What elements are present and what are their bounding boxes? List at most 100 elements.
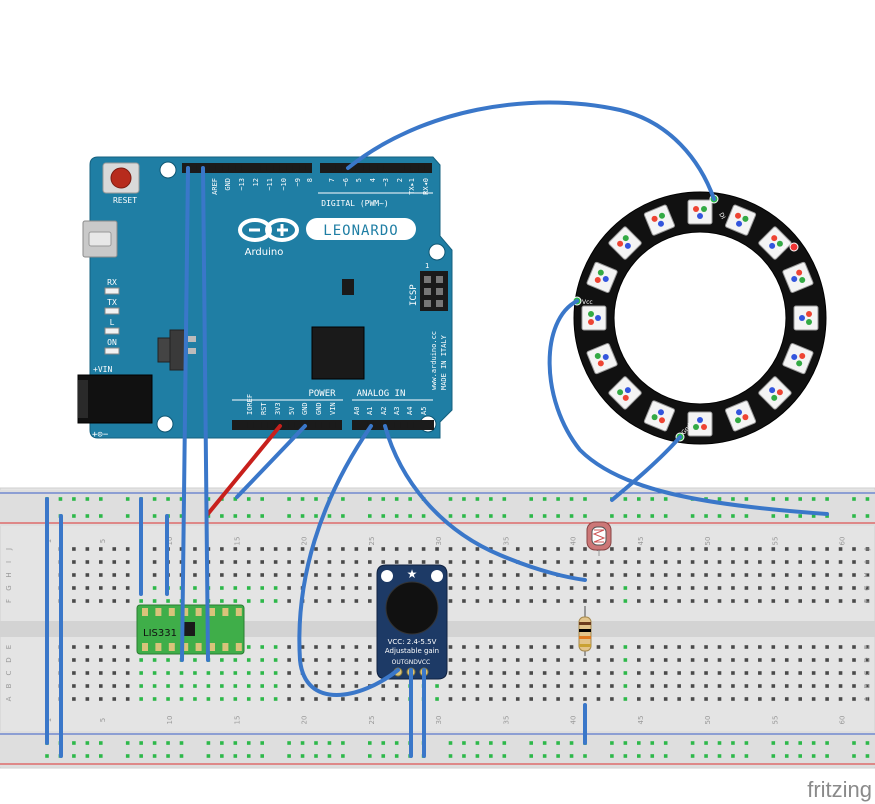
rail-hole[interactable] [569, 514, 574, 518]
breadboard-hole[interactable] [744, 697, 749, 701]
breadboard-hole[interactable] [233, 547, 238, 551]
rail-hole[interactable] [610, 514, 614, 518]
breadboard-hole[interactable] [637, 671, 641, 675]
breadboard-hole[interactable] [758, 599, 762, 603]
breadboard-hole[interactable] [354, 547, 359, 551]
breadboard-hole[interactable] [825, 684, 829, 688]
wire-3v3-red[interactable] [205, 424, 282, 517]
breadboard-hole[interactable] [583, 547, 587, 551]
breadboard-hole[interactable] [475, 645, 480, 649]
rail-hole[interactable] [179, 754, 184, 758]
breadboard-hole[interactable] [300, 560, 305, 564]
breadboard-hole[interactable] [112, 547, 117, 551]
breadboard-hole[interactable] [583, 697, 587, 701]
breadboard-hole[interactable] [825, 599, 829, 603]
breadboard-hole[interactable] [125, 599, 130, 603]
breadboard-hole[interactable] [569, 697, 574, 701]
breadboard-hole[interactable] [784, 697, 789, 701]
breadboard-hole[interactable] [771, 684, 776, 688]
breadboard-hole[interactable] [300, 645, 305, 649]
rail-hole[interactable] [744, 741, 749, 745]
rail-hole[interactable] [99, 754, 103, 758]
breadboard-hole[interactable] [637, 697, 641, 701]
breadboard-hole[interactable] [704, 599, 708, 603]
breadboard-hole[interactable] [354, 658, 359, 662]
breadboard-hole[interactable] [825, 560, 829, 564]
breadboard-hole[interactable] [663, 645, 668, 649]
accelerometer-pin[interactable] [155, 643, 162, 651]
breadboard-hole[interactable] [663, 684, 668, 688]
breadboard-hole[interactable] [569, 586, 574, 590]
breadboard-hole[interactable] [677, 560, 681, 564]
breadboard-hole[interactable] [220, 560, 224, 564]
rail-hole[interactable] [784, 514, 789, 518]
breadboard-hole[interactable] [354, 697, 359, 701]
rail-hole[interactable] [72, 497, 76, 501]
breadboard-hole[interactable] [865, 645, 870, 649]
breadboard-hole[interactable] [287, 586, 291, 590]
rail-hole[interactable] [260, 741, 264, 745]
rail-hole[interactable] [650, 514, 655, 518]
breadboard-hole[interactable] [515, 684, 520, 688]
breadboard-hole[interactable] [690, 560, 695, 564]
rail-hole[interactable] [529, 497, 533, 501]
rail-hole[interactable] [556, 514, 560, 518]
rail-hole[interactable] [637, 514, 641, 518]
breadboard-hole[interactable] [623, 671, 628, 675]
breadboard-hole[interactable] [502, 684, 507, 688]
rail-hole[interactable] [852, 754, 856, 758]
breadboard-hole[interactable] [394, 560, 399, 564]
breadboard-hole[interactable] [368, 599, 372, 603]
breadboard-hole[interactable] [368, 586, 372, 590]
breadboard-hole[interactable] [99, 658, 103, 662]
breadboard-hole[interactable] [435, 697, 439, 701]
breadboard-hole[interactable] [179, 697, 184, 701]
breadboard-hole[interactable] [99, 645, 103, 649]
rail-hole[interactable] [246, 741, 251, 745]
breadboard-hole[interactable] [260, 599, 264, 603]
breadboard-hole[interactable] [502, 547, 507, 551]
breadboard-hole[interactable] [865, 671, 870, 675]
breadboard-hole[interactable] [717, 560, 722, 564]
rail-hole[interactable] [260, 514, 264, 518]
breadboard-hole[interactable] [731, 573, 735, 577]
rail-hole[interactable] [448, 514, 453, 518]
breadboard-hole[interactable] [166, 697, 170, 701]
breadboard-hole[interactable] [99, 586, 103, 590]
rail-hole[interactable] [125, 497, 130, 501]
breadboard-hole[interactable] [448, 586, 453, 590]
breadboard-hole[interactable] [704, 573, 708, 577]
breadboard-hole[interactable] [529, 599, 533, 603]
breadboard-hole[interactable] [72, 658, 76, 662]
breadboard-hole[interactable] [529, 671, 533, 675]
ring-out-pad[interactable] [789, 242, 799, 252]
breadboard-hole[interactable] [193, 599, 197, 603]
breadboard-hole[interactable] [85, 697, 90, 701]
reset-button-cap[interactable] [110, 167, 132, 189]
rail-hole[interactable] [448, 497, 453, 501]
breadboard-hole[interactable] [677, 697, 681, 701]
breadboard-hole[interactable] [408, 547, 412, 551]
breadboard-hole[interactable] [475, 586, 480, 590]
breadboard-hole[interactable] [865, 560, 870, 564]
rail-hole[interactable] [542, 741, 547, 745]
breadboard-hole[interactable] [85, 586, 90, 590]
breadboard-hole[interactable] [556, 586, 560, 590]
rail-hole[interactable] [72, 741, 76, 745]
rail-hole[interactable] [569, 754, 574, 758]
breadboard-hole[interactable] [704, 586, 708, 590]
breadboard-hole[interactable] [72, 599, 76, 603]
breadboard-hole[interactable] [569, 684, 574, 688]
breadboard-hole[interactable] [99, 547, 103, 551]
rail-hole[interactable] [542, 497, 547, 501]
breadboard-hole[interactable] [637, 547, 641, 551]
breadboard-hole[interactable] [677, 684, 681, 688]
rail-hole[interactable] [381, 754, 386, 758]
rail-hole[interactable] [394, 497, 399, 501]
breadboard-hole[interactable] [704, 684, 708, 688]
rail-hole[interactable] [233, 497, 238, 501]
breadboard-hole[interactable] [341, 671, 345, 675]
rail-hole[interactable] [85, 741, 90, 745]
breadboard-hole[interactable] [287, 573, 291, 577]
rail-hole[interactable] [771, 497, 776, 501]
